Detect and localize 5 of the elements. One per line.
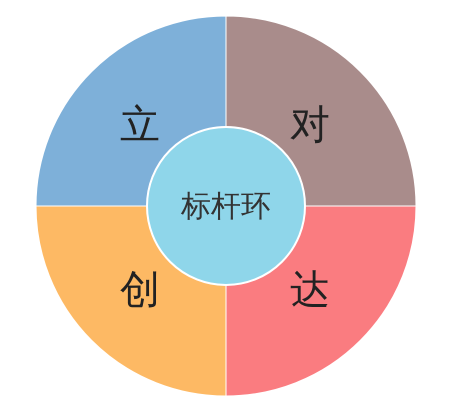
segment-label: 对	[290, 105, 330, 145]
segment-label: 创	[120, 270, 160, 310]
segment-label: 达	[290, 270, 330, 310]
segment-label: 立	[120, 105, 160, 145]
center-label: 标杆环	[181, 188, 271, 226]
